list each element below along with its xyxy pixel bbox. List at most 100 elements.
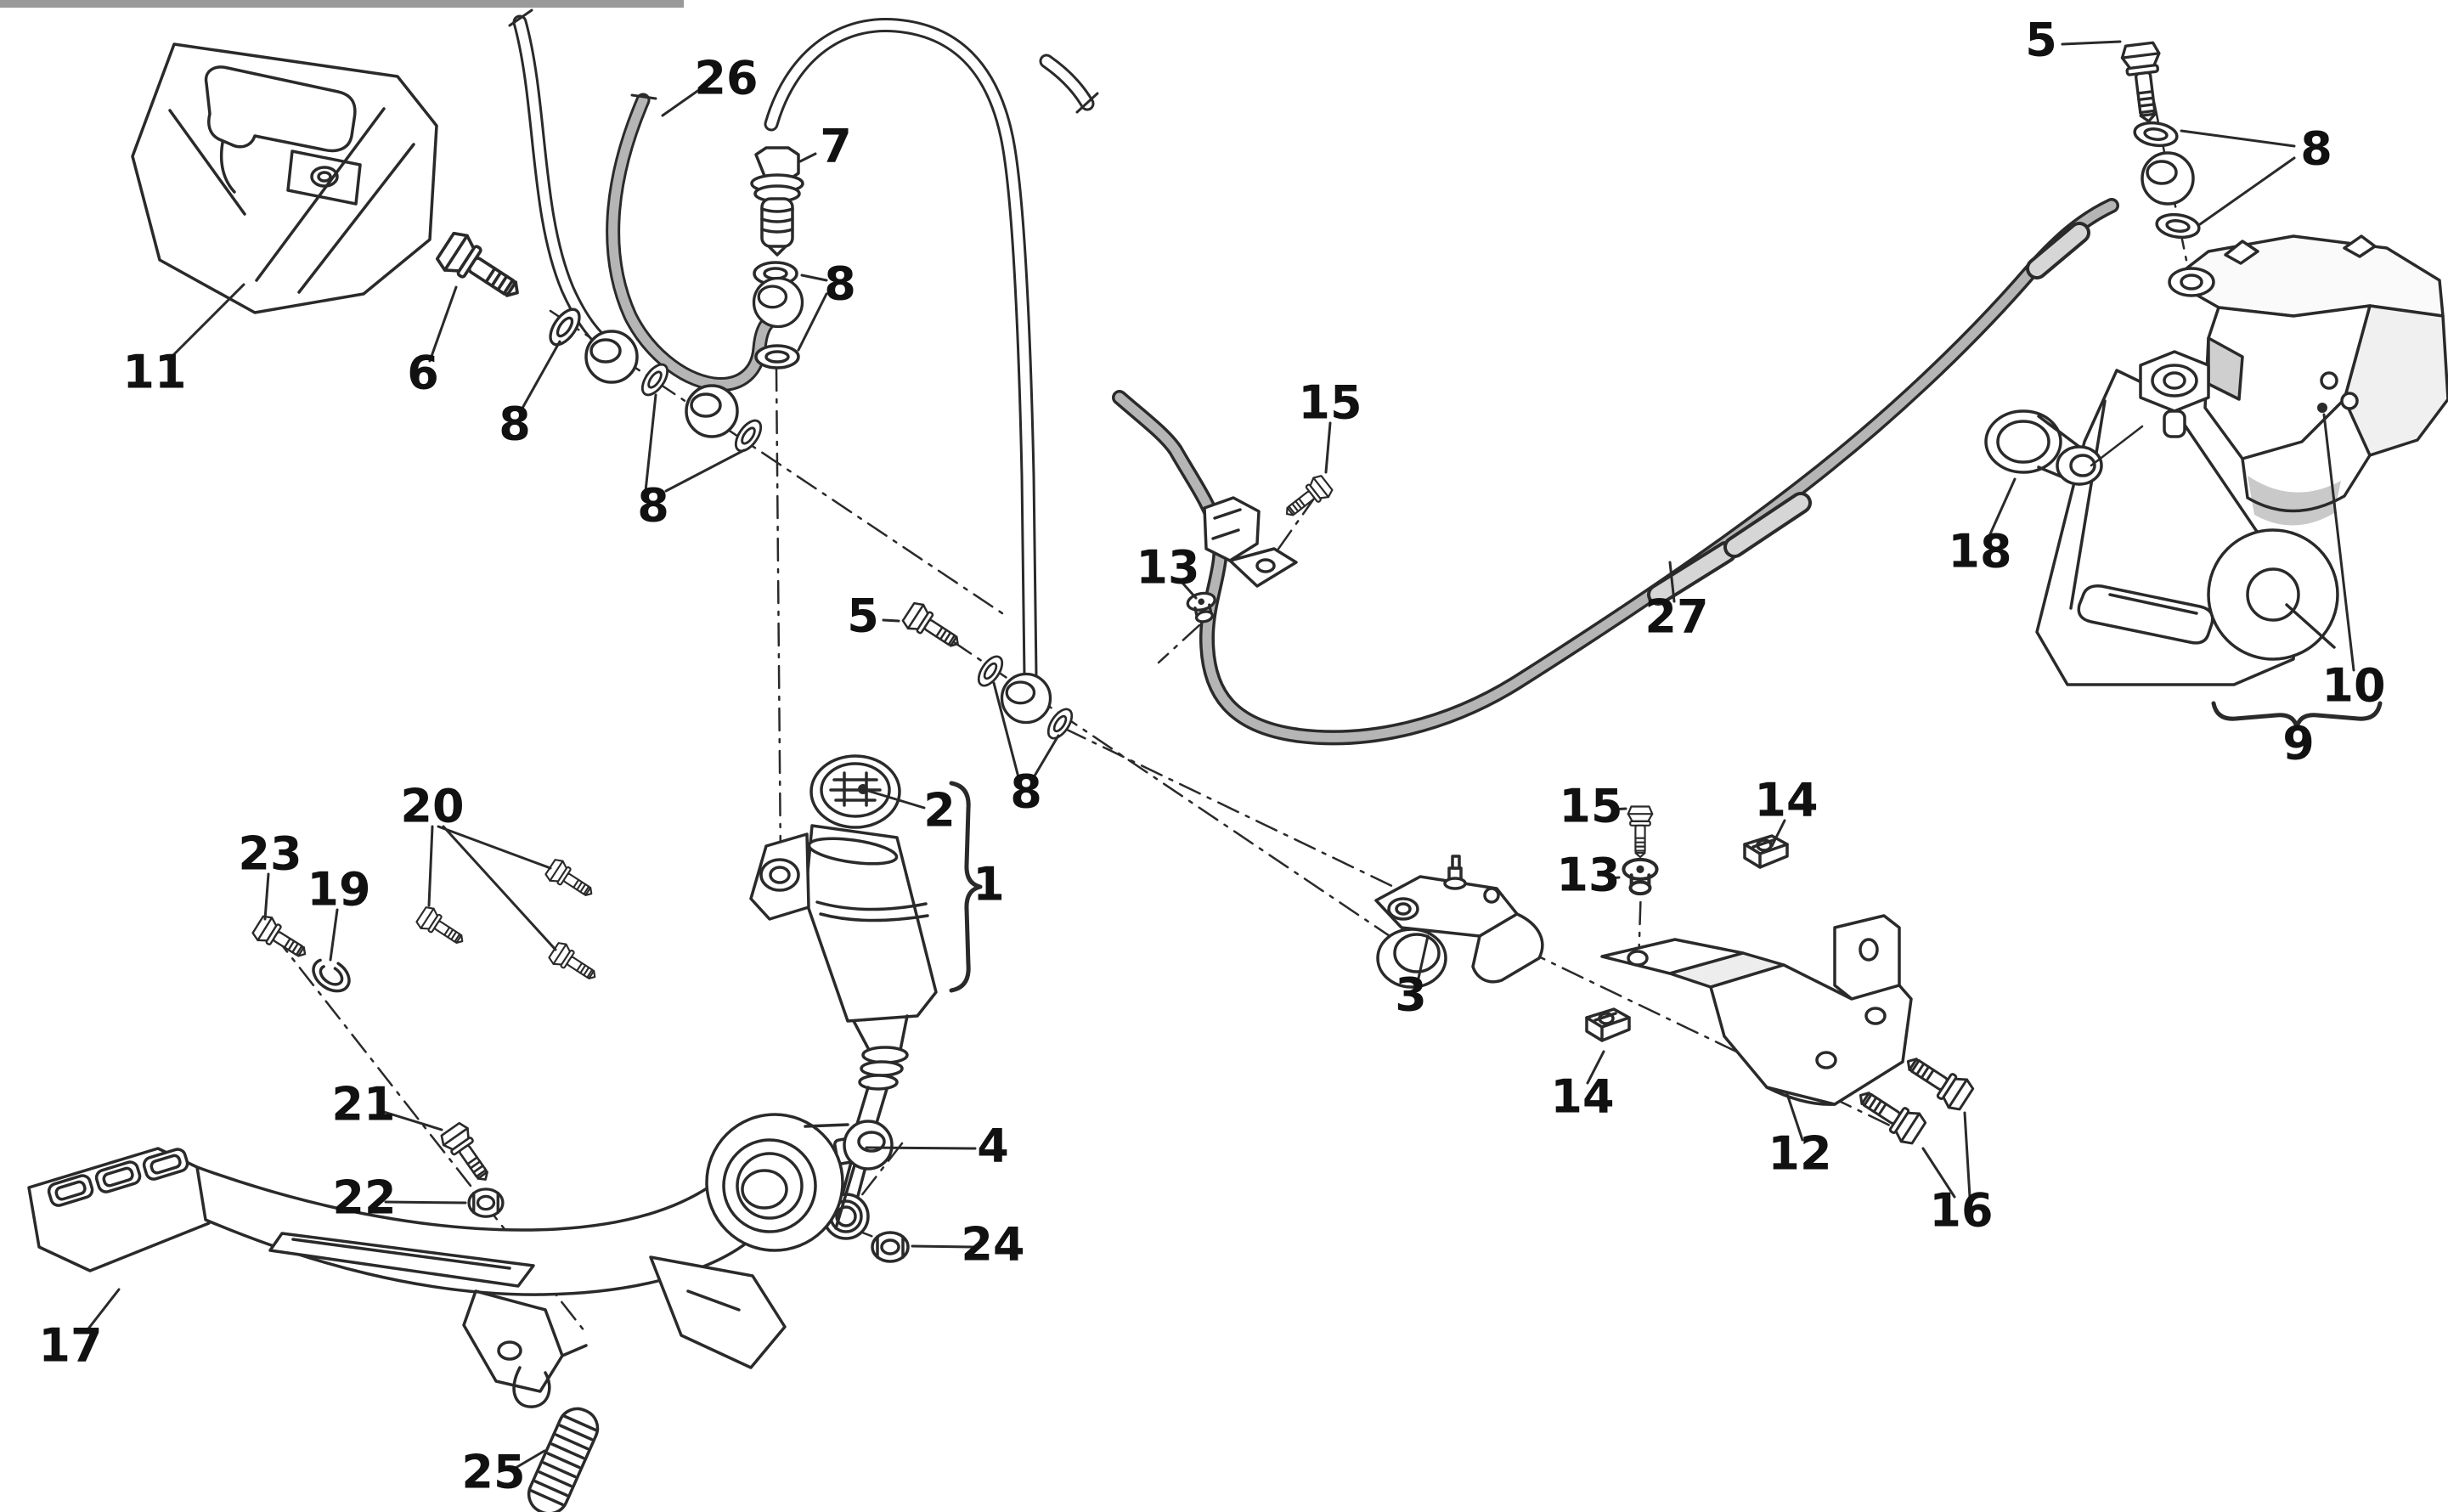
pivot-bolt-21 xyxy=(437,1120,499,1189)
part9-brace xyxy=(2211,701,2383,730)
part1-brace xyxy=(949,781,983,993)
scan-artifact-bar xyxy=(0,0,684,8)
part-number-label: 13 xyxy=(1556,849,1620,902)
part-number-label: 26 xyxy=(694,52,758,105)
sealing-washer-8 xyxy=(1042,703,1078,744)
part-number-label: 13 xyxy=(1136,541,1199,595)
callout-8-31: 8 xyxy=(2180,122,2332,226)
sealing-washer-8 xyxy=(2131,118,2180,150)
clip-nut-14 xyxy=(1743,834,1789,869)
banjo-bolt-5 xyxy=(2119,40,2169,126)
callout-5-7: 5 xyxy=(847,590,900,643)
hose-fitting-7 xyxy=(750,146,804,257)
part-number-label: 23 xyxy=(238,827,302,881)
part-number-label: 14 xyxy=(1550,1070,1614,1124)
part-number-label: 3 xyxy=(1395,968,1427,1022)
sealing-washer-8 xyxy=(2153,210,2203,242)
leader-dot xyxy=(2317,403,2327,413)
banjo-bolt-5 xyxy=(900,599,967,657)
mounting-screw-20 xyxy=(543,856,599,905)
callout-17-16: 17 xyxy=(38,1288,121,1373)
callout-25-17: 25 xyxy=(461,1446,546,1499)
part-number-label: 19 xyxy=(307,863,370,917)
callout-15-21: 15 xyxy=(1298,376,1362,474)
part-number-label: 25 xyxy=(461,1446,525,1499)
callout-8-2: 8 xyxy=(499,340,561,451)
screw-15 xyxy=(1278,472,1335,525)
part-number-label: 8 xyxy=(824,257,856,311)
part-number-label: 20 xyxy=(400,780,464,833)
pivot-bushing-18 xyxy=(1984,409,2144,486)
callout-12-28: 12 xyxy=(1768,1092,1832,1181)
callout-3-20: 3 xyxy=(1395,934,1430,1022)
nut-24 xyxy=(871,1231,910,1263)
part-number-label: 11 xyxy=(122,346,186,399)
part-number-label: 8 xyxy=(1010,765,1042,819)
part-number-label: 9 xyxy=(2282,717,2315,770)
callout-26-4: 26 xyxy=(661,52,759,117)
callout-4-18: 4 xyxy=(865,1120,1009,1173)
rear-master-cylinder xyxy=(749,754,938,1240)
part-number-label: 15 xyxy=(1559,780,1622,833)
support-bracket-12 xyxy=(1600,914,1913,1106)
callout-10-33: 10 xyxy=(2317,403,2386,713)
heat-guard-cover xyxy=(131,42,438,314)
part-number-label: 7 xyxy=(820,120,852,173)
part-number-label: 4 xyxy=(977,1120,1009,1173)
part-number-label: 5 xyxy=(847,590,879,643)
callout-20-11: 20 xyxy=(400,780,557,951)
part-number-label: 16 xyxy=(1929,1184,1993,1238)
callout-19-13: 19 xyxy=(307,863,371,962)
hose-guide-clamp xyxy=(1203,496,1298,588)
part-number-label: 18 xyxy=(1948,525,2011,578)
part-number-label: 21 xyxy=(331,1078,395,1131)
callout-5-30: 5 xyxy=(2025,14,2122,67)
part-number-label: 15 xyxy=(1298,376,1362,430)
part-number-label: 8 xyxy=(499,398,531,451)
screw-23 xyxy=(250,912,313,967)
part-number-label: 6 xyxy=(407,347,439,400)
part-number-label: 8 xyxy=(2300,122,2332,176)
part-number-label: 8 xyxy=(637,479,669,533)
part-number-label: 1 xyxy=(973,858,1005,911)
banjo-fitting xyxy=(685,384,739,438)
callout-24-19: 24 xyxy=(911,1218,1025,1272)
callout-14-26: 14 xyxy=(1754,774,1819,848)
sealing-washer-8 xyxy=(636,358,674,401)
upper-hose-sweep xyxy=(764,17,1099,684)
rear-brake-line-27 xyxy=(1112,198,2119,746)
callout-13-22: 13 xyxy=(1136,541,1200,600)
callout-14-27: 14 xyxy=(1550,1050,1615,1124)
part-number-label: 27 xyxy=(1644,590,1708,644)
callout-6-1: 6 xyxy=(407,285,458,400)
banjo-fitting xyxy=(584,330,639,384)
part-number-label: 22 xyxy=(332,1171,396,1225)
part-number-label: 12 xyxy=(1768,1127,1831,1181)
callout-15-24: 15 xyxy=(1559,780,1627,833)
part-number-label: 5 xyxy=(2025,14,2057,67)
mounting-screw-20 xyxy=(414,904,470,952)
banjo-fitting xyxy=(1000,672,1052,725)
rear-brake-caliper xyxy=(2139,234,2448,526)
callout-7-5: 7 xyxy=(798,120,852,173)
brake-pedal xyxy=(27,1113,894,1393)
sealing-washer-8 xyxy=(754,344,800,370)
banjo-fitting xyxy=(752,276,804,329)
screw-15 xyxy=(1627,805,1654,859)
callout-21-14: 21 xyxy=(331,1078,443,1131)
callout-18-32: 18 xyxy=(1948,477,2016,578)
callout-22-15: 22 xyxy=(332,1171,467,1225)
part-number-label: 10 xyxy=(2321,659,2385,713)
nut-22 xyxy=(467,1188,505,1218)
callout-2-9: 2 xyxy=(858,784,956,838)
leader-dot xyxy=(858,784,868,794)
clip-nut-14 xyxy=(1585,1007,1631,1042)
part-number-label: 17 xyxy=(38,1319,102,1373)
part-number-label: 24 xyxy=(961,1218,1024,1272)
callout-8-3: 8 xyxy=(637,393,746,533)
callout-13-25: 13 xyxy=(1556,849,1620,902)
callout-27-23: 27 xyxy=(1644,561,1709,644)
callout-11-0: 11 xyxy=(122,283,245,399)
callout-23-12: 23 xyxy=(238,827,302,921)
